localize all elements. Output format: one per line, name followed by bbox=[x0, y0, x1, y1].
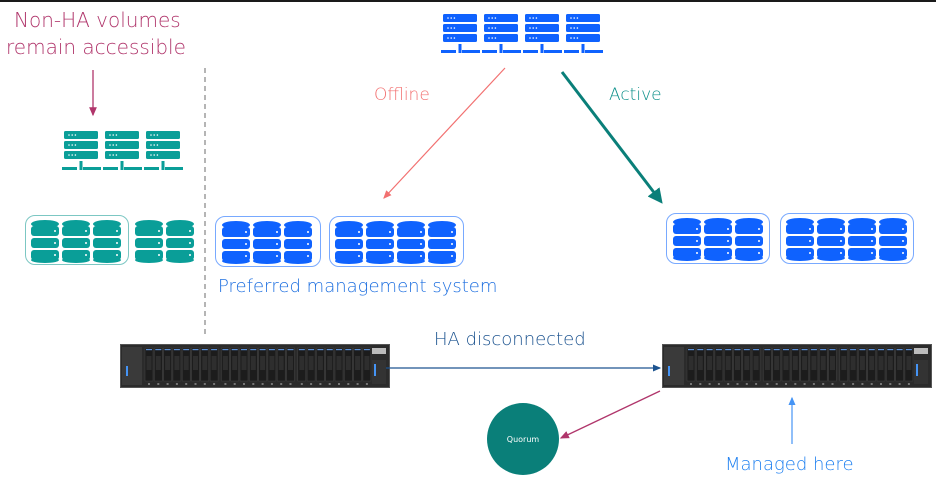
drive-bays-left-storage bbox=[122, 347, 386, 385]
database-icon bbox=[673, 218, 701, 261]
quorum-label: Quorum bbox=[506, 434, 540, 444]
database-icon bbox=[848, 218, 876, 261]
database-icon bbox=[253, 221, 281, 264]
top-border bbox=[0, 0, 936, 2]
database-icon bbox=[704, 218, 732, 261]
database-icon bbox=[817, 218, 845, 261]
volume-group-mid-b bbox=[335, 221, 456, 264]
server-icon bbox=[144, 131, 183, 170]
database-icon bbox=[735, 218, 763, 261]
volume-box-left-ha bbox=[25, 215, 129, 265]
database-icon bbox=[31, 220, 59, 263]
managed-here-label: Managed here bbox=[725, 454, 854, 475]
non-ha-label-line2: remain accessible bbox=[6, 35, 186, 59]
volume-box-mid-b bbox=[329, 216, 464, 267]
volume-box-right-a bbox=[666, 213, 770, 264]
preferred-management-label: Preferred management system bbox=[218, 276, 498, 297]
server-icon bbox=[62, 131, 101, 170]
quorum-arrow bbox=[559, 390, 661, 439]
database-icon bbox=[93, 220, 121, 263]
server-icon bbox=[564, 14, 603, 53]
volume-box-mid-a bbox=[215, 216, 321, 267]
server-icon bbox=[523, 14, 562, 53]
drive-bays-right-storage bbox=[664, 347, 928, 385]
quorum-node: Quorum bbox=[487, 403, 559, 475]
database-icon bbox=[879, 218, 907, 261]
volume-group-right-a bbox=[673, 218, 763, 261]
database-icon bbox=[62, 220, 90, 263]
offline-label: Offline bbox=[374, 85, 430, 105]
database-icon bbox=[135, 220, 163, 263]
volume-group-left-ha bbox=[31, 220, 121, 263]
active-arrow bbox=[560, 71, 663, 204]
server-group-top-host bbox=[441, 14, 603, 53]
active-label: Active bbox=[609, 85, 662, 105]
ha-disconnected-label: HA disconnected bbox=[434, 329, 586, 350]
database-icon bbox=[222, 221, 250, 264]
server-icon bbox=[103, 131, 142, 170]
server-group-left-host bbox=[62, 131, 183, 170]
volume-box-right-b bbox=[780, 213, 914, 264]
database-icon bbox=[335, 221, 363, 264]
volume-group-mid-a bbox=[222, 221, 312, 264]
database-icon bbox=[166, 220, 194, 263]
volume-group-right-b bbox=[786, 218, 907, 261]
database-icon bbox=[786, 218, 814, 261]
server-icon bbox=[441, 14, 480, 53]
offline-arrow bbox=[383, 67, 506, 199]
database-icon bbox=[366, 221, 394, 264]
volume-group-left-nonha bbox=[135, 220, 194, 263]
non-ha-label-line1: Non-HA volumes bbox=[14, 8, 181, 32]
database-icon bbox=[428, 221, 456, 264]
server-icon bbox=[482, 14, 521, 53]
database-icon bbox=[397, 221, 425, 264]
database-icon bbox=[284, 221, 312, 264]
